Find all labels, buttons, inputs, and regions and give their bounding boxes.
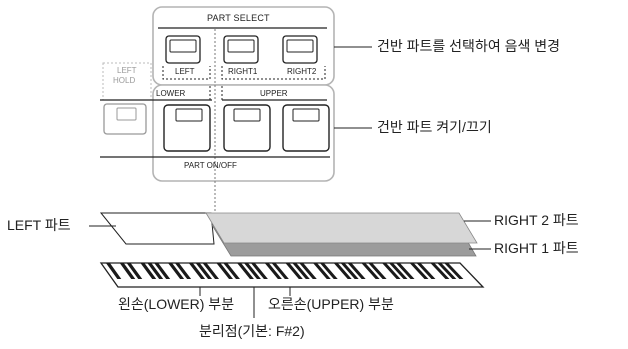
left-button-label: LEFT (175, 67, 195, 76)
right2-on-off-button[interactable] (282, 104, 330, 152)
black-key (368, 263, 387, 279)
upper-section-annotation: 오른손(UPPER) 부분 (268, 296, 394, 312)
left-select-button[interactable] (165, 35, 201, 64)
black-key (444, 263, 464, 279)
black-key (202, 263, 220, 279)
black-key (188, 263, 206, 279)
black-key (168, 263, 185, 279)
black-key (195, 263, 213, 279)
black-key (430, 263, 450, 279)
upper-label: UPPER (260, 89, 288, 98)
black-key (319, 263, 338, 279)
black-key (388, 263, 408, 279)
black-key (285, 263, 303, 279)
black-key (147, 263, 164, 279)
part-select-label: PART SELECT (207, 13, 270, 23)
lower-on-off-button[interactable] (163, 104, 211, 152)
black-key (223, 263, 240, 279)
left-hold-button[interactable] (103, 103, 147, 135)
black-key (299, 263, 317, 279)
left-hold-label-1: LEFT (117, 66, 137, 75)
left-part-annotation: LEFT 파트 (7, 217, 71, 233)
left-hold-label-2: HOLD (113, 76, 136, 85)
right2-button-label: RIGHT2 (287, 67, 317, 76)
split-point-annotation: 분리점(기본: F#2) (199, 323, 305, 339)
lower-label: LOWER (156, 89, 186, 98)
black-key (292, 263, 310, 279)
black-key (313, 263, 331, 279)
black-key (340, 263, 359, 279)
black-key (243, 263, 261, 279)
right2-part-layer (205, 212, 478, 244)
black-key (237, 263, 254, 279)
black-key (140, 263, 157, 279)
black-key (119, 263, 136, 279)
right1-on-off-button[interactable] (223, 104, 271, 152)
black-key (271, 263, 289, 279)
black-key (382, 263, 401, 279)
right1-select-button[interactable] (223, 35, 259, 64)
black-key (154, 263, 171, 279)
black-key (264, 263, 282, 279)
black-key (126, 263, 143, 279)
black-key (250, 263, 268, 279)
black-key (216, 263, 234, 279)
select-part-annotation: 건반 파트를 선택하여 음색 변경 (377, 38, 560, 54)
keyboard-keys (105, 263, 464, 279)
black-key (416, 263, 436, 279)
right2-select-button[interactable] (282, 35, 318, 64)
right1-button-label: RIGHT1 (228, 67, 258, 76)
left-part-layer (99, 212, 215, 245)
black-key (437, 263, 457, 279)
black-key (361, 263, 380, 279)
black-key (395, 263, 415, 279)
part-on-off-annotation: 건반 파트 켜기/끄기 (377, 119, 492, 135)
right1-part-annotation: RIGHT 1 파트 (494, 240, 579, 256)
black-key (333, 263, 352, 279)
black-key (105, 263, 122, 279)
part-on-off-label: PART ON/OFF (184, 161, 237, 170)
lower-section-annotation: 왼손(LOWER) 부분 (118, 296, 235, 312)
black-key (174, 263, 192, 279)
right2-part-annotation: RIGHT 2 파트 (494, 212, 579, 228)
black-key (409, 263, 429, 279)
black-key (347, 263, 366, 279)
